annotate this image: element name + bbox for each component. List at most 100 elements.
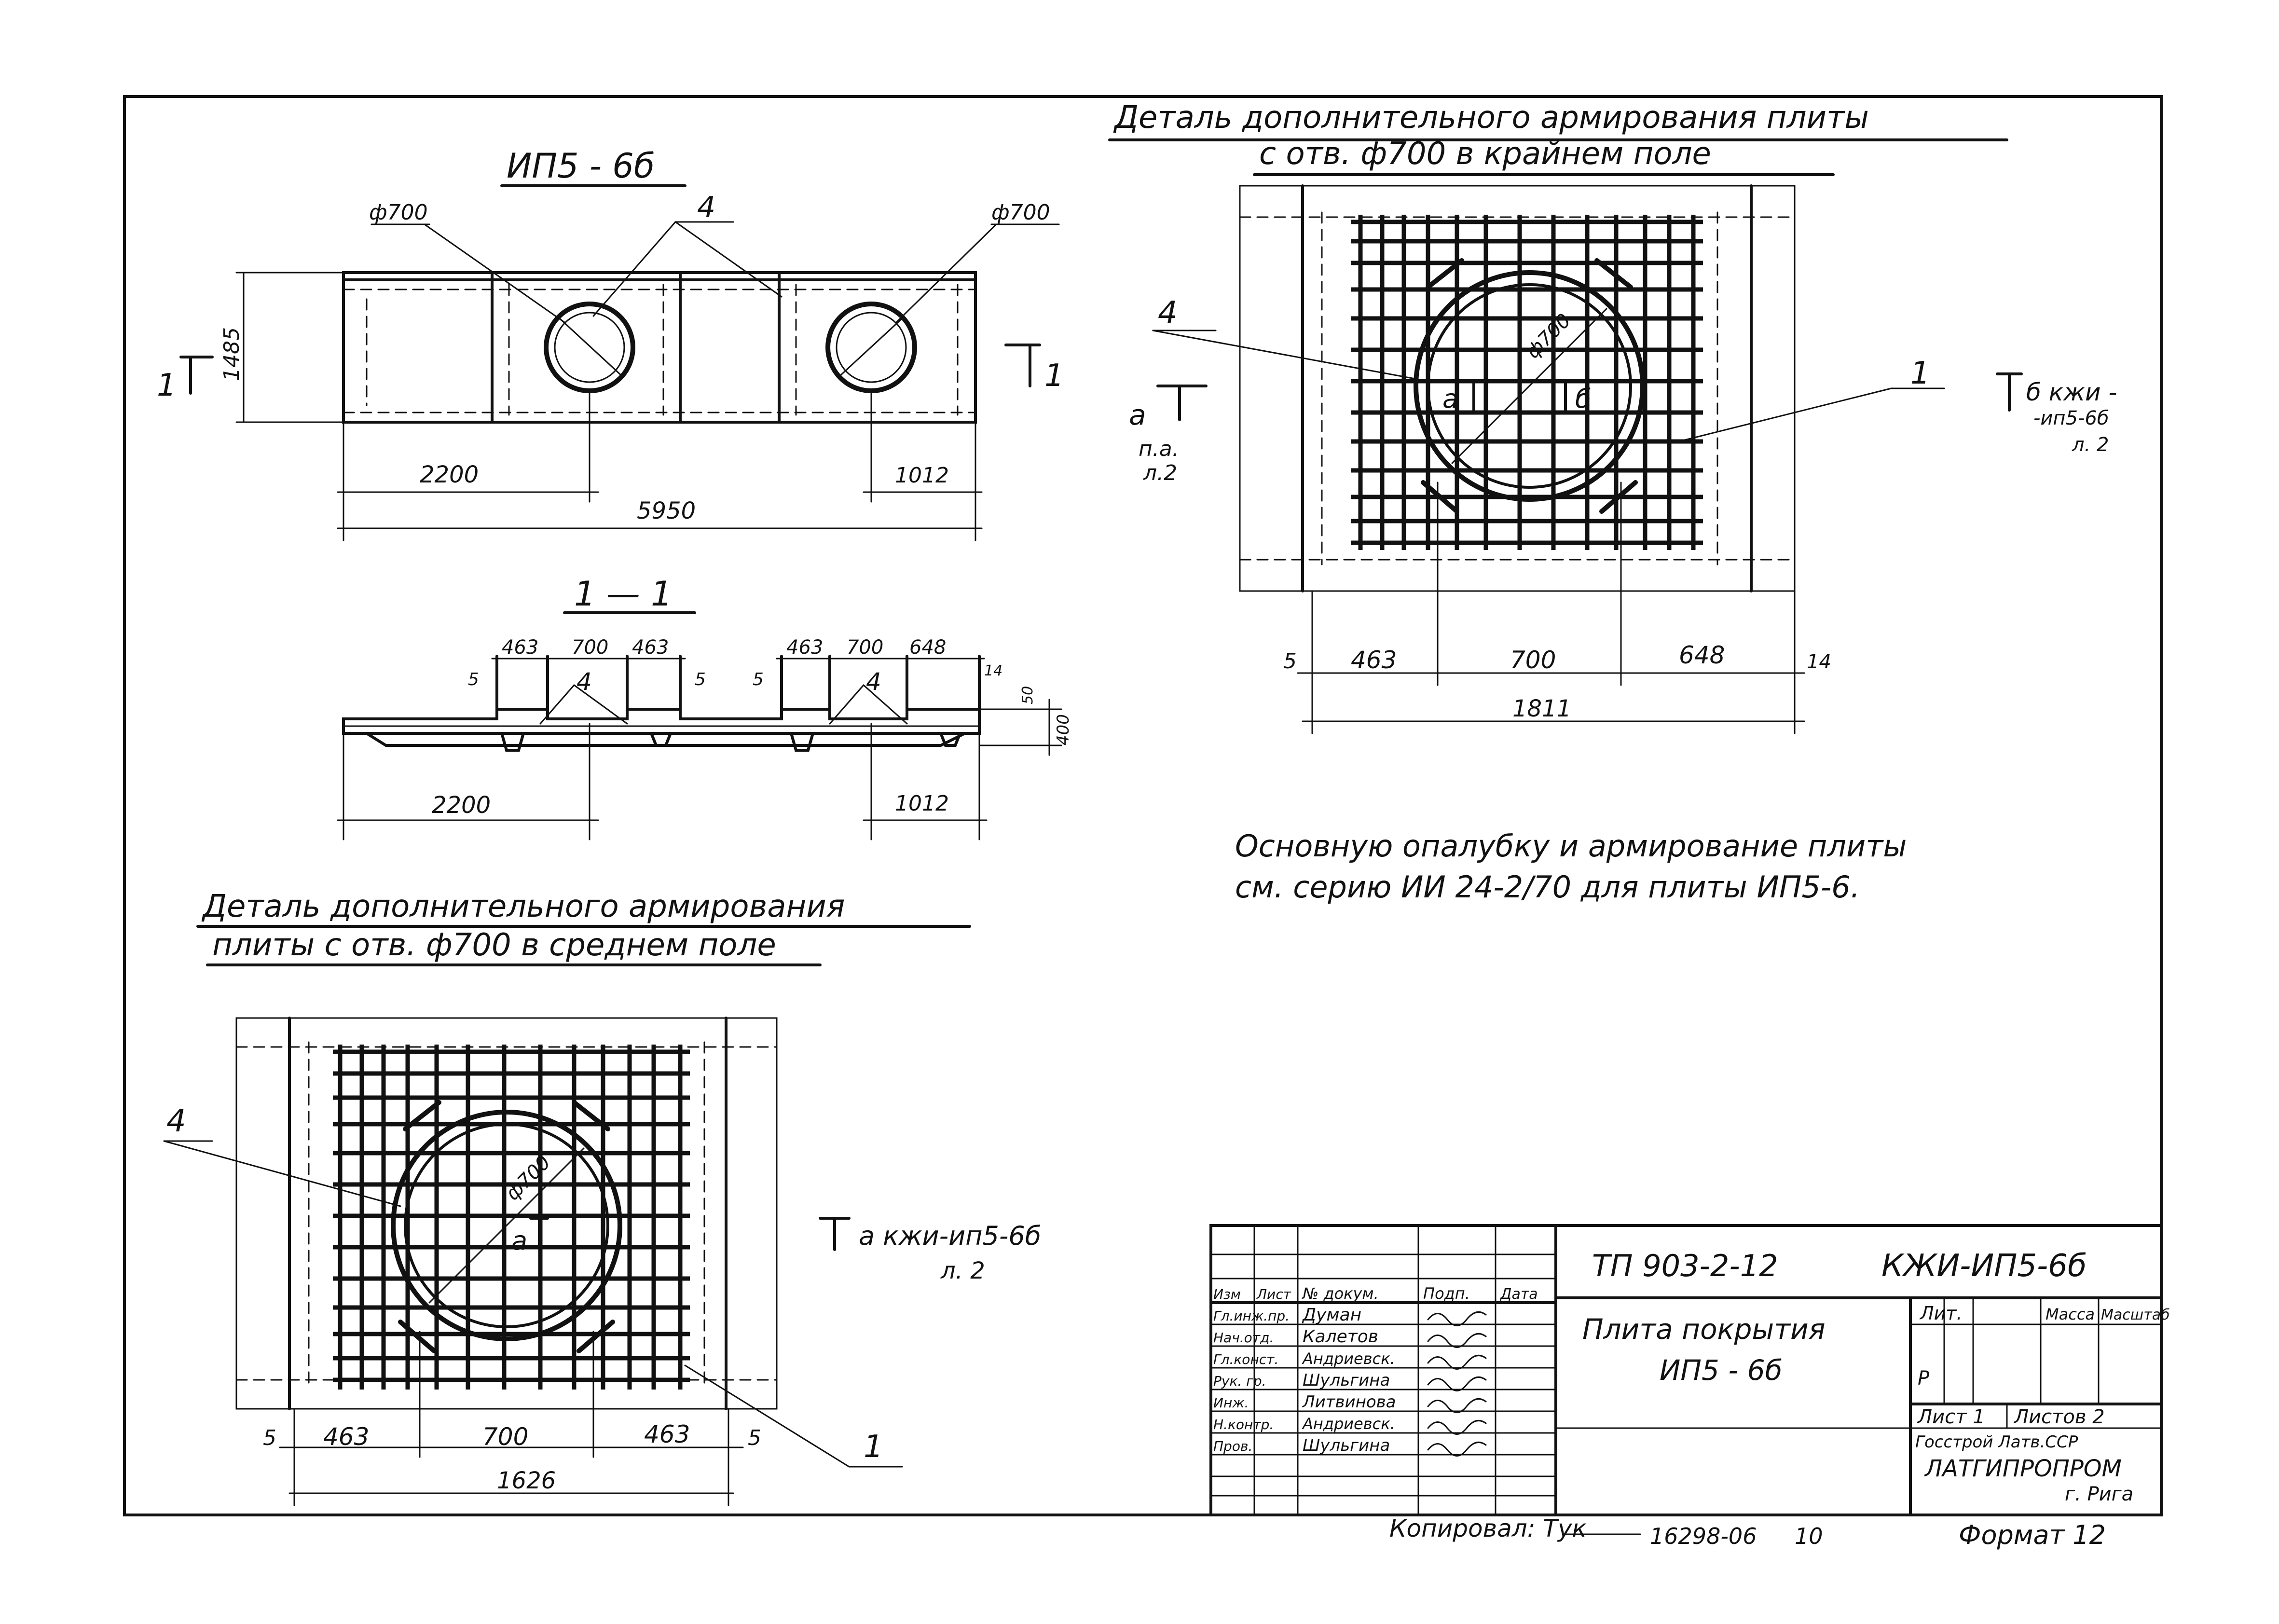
detail-edge-cut-a-note2: л.2 <box>1143 461 1177 485</box>
title-block-frame <box>1209 1224 2163 1516</box>
detail-edge-cut-b: б <box>1575 384 1591 414</box>
tb-name-4: Литвинова <box>1302 1392 1396 1412</box>
detail-edge-title-1: Деталь дополнительного армирования плиты <box>1113 100 1869 136</box>
tb-header-3: Подп. <box>1423 1284 1470 1303</box>
tb-name-6: Шульгина <box>1303 1436 1390 1455</box>
detail-mid-plate <box>235 1017 778 1410</box>
rebar-grid-edge <box>1351 215 1703 550</box>
opening-left <box>544 302 635 393</box>
label-phi-right: ф700 <box>991 200 1050 225</box>
detail-edge-cut-a-note1: п.а. <box>1139 437 1179 461</box>
footer-copied: Копировал: Тук <box>1389 1514 1587 1542</box>
signature <box>1427 1419 1487 1435</box>
section-dim-50: 50 <box>1019 686 1036 704</box>
tb-name-3: Шульгина <box>1303 1371 1390 1390</box>
section-dim-2200: 2200 <box>432 792 491 819</box>
detail-edge-dim-2: 700 <box>1510 646 1556 674</box>
detail-edge-label-4: 4 <box>1158 295 1178 331</box>
section-rib <box>500 732 525 752</box>
tb-header-1: Лист <box>1256 1286 1291 1302</box>
signature <box>1427 1376 1487 1391</box>
section-dim-14: 14 <box>984 662 1002 679</box>
detail-mid-diameter <box>428 1147 585 1304</box>
section-title: 1 — 1 <box>574 574 673 614</box>
leader-phi-right <box>895 223 997 323</box>
detail-mid-label-4: 4 <box>166 1103 186 1139</box>
diag-bar <box>572 1100 610 1131</box>
leader-phi-left <box>424 223 565 323</box>
tb-doc-code: ТП 903-2-12 <box>1592 1248 1778 1283</box>
section-rib <box>650 732 672 747</box>
section-dim-left-2: 700 <box>572 636 608 659</box>
detail-mid-phi: ф700 <box>502 1151 555 1205</box>
section-dim-right-3: 648 <box>909 636 946 659</box>
tb-header-2: № докум. <box>1302 1284 1379 1303</box>
detail-edge-total: 1811 <box>1512 695 1571 722</box>
diag-bar <box>1421 480 1459 514</box>
section-label-left: 1 <box>157 368 177 403</box>
note: Основную опалубку и армирование плиты см… <box>1235 828 1907 905</box>
note-line-2: см. серию ИИ 24-2/70 для плиты ИП5-6. <box>1235 869 1860 905</box>
diag-bar <box>1599 480 1638 514</box>
plan-view: ИП5 - 6б ф700 4 ф700 <box>157 146 1064 541</box>
tb-name-2: Андриевск. <box>1302 1349 1395 1368</box>
detail-mid-dim-2: 700 <box>482 1423 528 1451</box>
section-label-4a: 4 <box>577 668 592 696</box>
section-label-4b: 4 <box>866 668 881 696</box>
diameter-line <box>838 317 903 377</box>
detail-mid-cut-note1: а кжи-ип5-6б <box>859 1221 1041 1251</box>
dim-5950: 5950 <box>637 497 696 524</box>
diag-bar <box>1594 258 1633 289</box>
section-label-right: 1 <box>1044 358 1064 394</box>
diag-bar <box>403 1100 441 1131</box>
section-dim-400: 400 <box>1054 714 1073 745</box>
tb-name-5: Андриевск. <box>1302 1415 1395 1433</box>
detail-edge: Деталь дополнительного армирования плиты… <box>1108 100 2117 734</box>
tb-role-5: Н.контр. <box>1213 1417 1274 1432</box>
section-leader-4a2 <box>573 684 628 725</box>
section-dim-right-2: 700 <box>847 636 883 659</box>
dim-1012: 1012 <box>895 463 949 488</box>
detail-edge-dim-0: 5 <box>1283 649 1297 674</box>
detail-mid-leader-1 <box>684 1364 850 1468</box>
signature <box>1427 1311 1487 1326</box>
detail-mid-dim-1: 463 <box>323 1423 369 1451</box>
tb-sheet: Лист 1 <box>1917 1406 1985 1428</box>
tb-sheets: Листов 2 <box>2013 1406 2105 1428</box>
tb-lit-value: Р <box>1918 1367 1930 1390</box>
label-phi-left: ф700 <box>369 200 428 225</box>
tb-city: г. Рига <box>2065 1483 2133 1505</box>
detail-mid-cut-inner: а <box>511 1225 527 1256</box>
tb-role-1: Нач.отд. <box>1213 1330 1274 1346</box>
section-view: 1 — 1 463 700 463 463 700 648 5 5 5 14 5… <box>337 574 1073 840</box>
section-dim-5a: 5 <box>468 670 479 689</box>
detail-mid-dim-4: 5 <box>748 1426 761 1450</box>
section-leader-4a <box>539 684 575 725</box>
detail-edge-diameter <box>1451 308 1607 464</box>
note-line-1: Основную опалубку и армирование плиты <box>1235 828 1907 864</box>
detail-edge-plate <box>1239 185 1796 592</box>
signature <box>1427 1441 1487 1457</box>
detail-edge-label-1: 1 <box>1910 356 1930 391</box>
detail-mid-opening-inner <box>404 1123 609 1328</box>
tb-role-4: Инж. <box>1213 1395 1249 1411</box>
detail-mid-total: 1626 <box>497 1467 556 1494</box>
tb-org-1: Госстрой Латв.ССР <box>1915 1432 2078 1452</box>
detail-edge-cut-a-letter: а <box>1129 399 1146 431</box>
section-dim-left-1: 463 <box>502 636 538 659</box>
detail-mid-dim-0: 5 <box>263 1426 276 1450</box>
tb-sheet-code: КЖИ-ИП5-6б <box>1881 1248 2087 1284</box>
detail-edge-dim-1: 463 <box>1351 646 1397 674</box>
slab-outline <box>342 271 977 424</box>
detail-edge-opening-inner <box>1427 283 1632 489</box>
detail-edge-cut-b-note1: б кжи - <box>2026 378 2117 406</box>
detail-edge-dim-3: 648 <box>1679 641 1725 669</box>
detail-mid-leader-4 <box>163 1140 401 1207</box>
section-leader-4b2 <box>863 684 908 725</box>
detail-mid-opening <box>391 1110 622 1341</box>
tb-lit-header: Лит. <box>1919 1303 1963 1324</box>
footer-page: 10 <box>1795 1523 1823 1549</box>
detail-mid-dim-3: 463 <box>644 1420 690 1448</box>
detail-edge-opening <box>1414 270 1645 502</box>
label-4: 4 <box>697 191 715 224</box>
